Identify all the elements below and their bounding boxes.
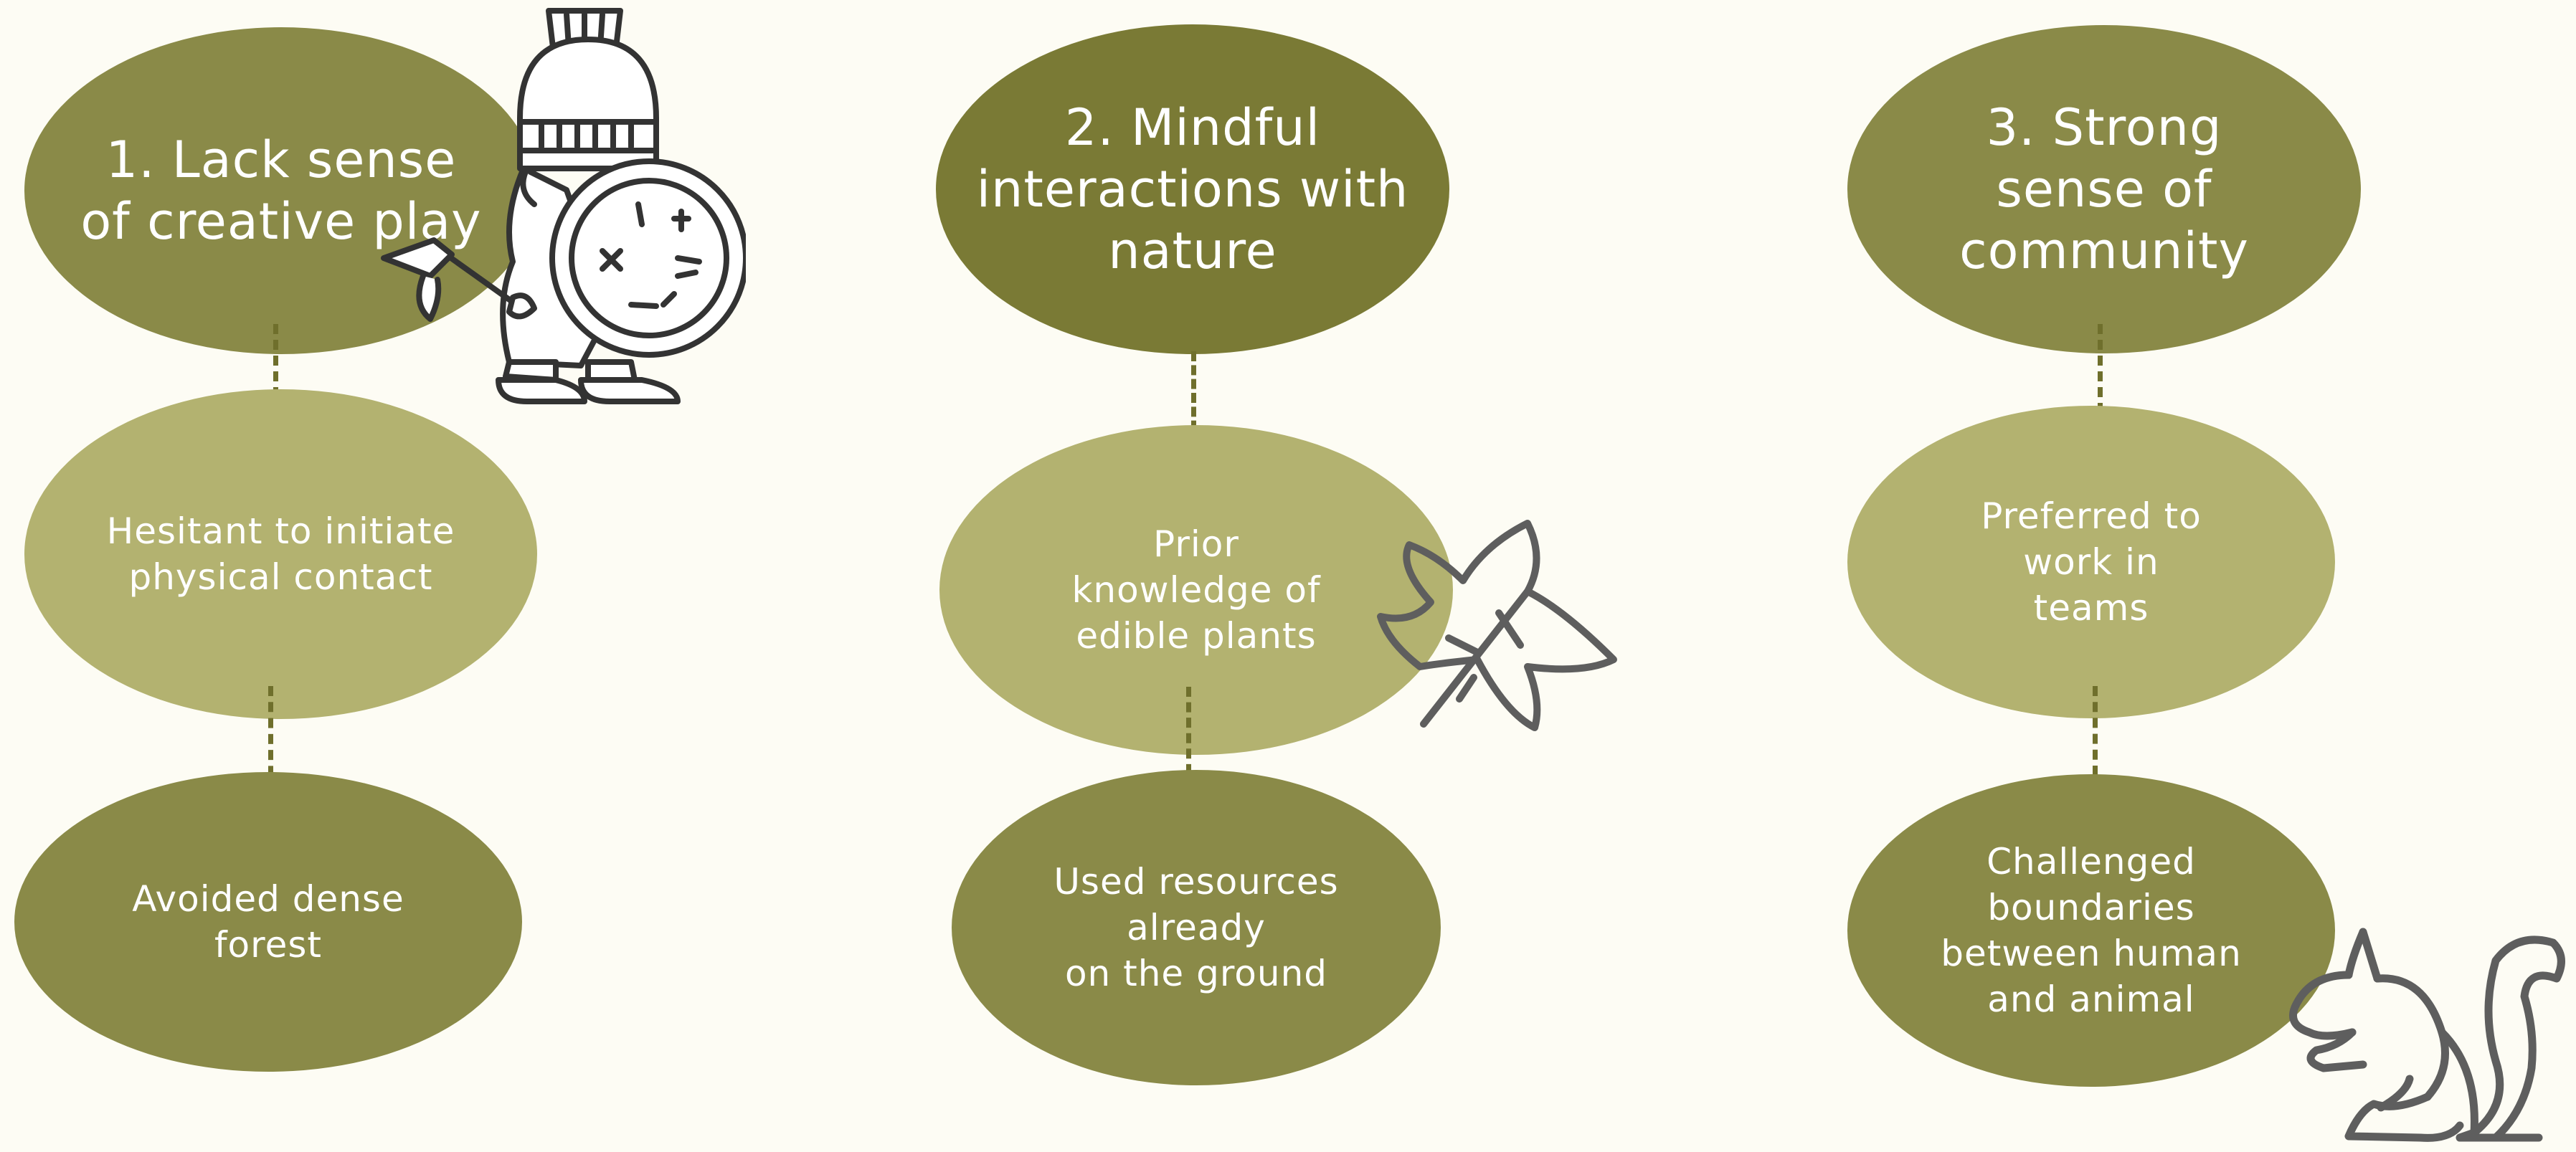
item-3-1-text: Preferred to work in teams — [1981, 495, 2202, 629]
item-oval-1-1: Hesitant to initiate physical contact — [24, 389, 537, 719]
item-oval-1-2: Avoided dense forest — [14, 772, 522, 1072]
item-2-2-text: Used resources already on the ground — [1053, 861, 1339, 994]
connector-3a — [2098, 324, 2103, 444]
heading-oval-3: 3. Strong sense of community — [1847, 25, 2361, 353]
item-oval-3-1: Preferred to work in teams — [1847, 406, 2335, 718]
heading-oval-1: 1. Lack sense of creative play — [24, 27, 538, 354]
knight-icon — [381, 8, 746, 404]
item-1-2-text: Avoided dense forest — [132, 878, 404, 966]
leaf-icon — [1377, 520, 1617, 731]
heading-1-text: 1. Lack sense of creative play — [80, 130, 482, 251]
connector-2a — [1191, 351, 1196, 444]
item-2-1-text: Prior knowledge of edible plants — [1071, 523, 1321, 657]
heading-oval-2: 2. Mindful interactions with nature — [936, 24, 1449, 354]
connector-1a — [273, 324, 278, 444]
squirrel-icon — [2289, 928, 2565, 1142]
item-oval-2-2: Used resources already on the ground — [952, 770, 1441, 1085]
item-3-2-text: Challenged boundaries between human and … — [1941, 841, 2242, 1020]
item-oval-3-2: Challenged boundaries between human and … — [1847, 774, 2335, 1087]
item-1-1-text: Hesitant to initiate physical contact — [106, 510, 455, 598]
connector-3b — [2093, 686, 2098, 776]
connector-2b — [1186, 687, 1191, 805]
heading-2-text: 2. Mindful interactions with nature — [976, 98, 1409, 280]
item-oval-2-1: Prior knowledge of edible plants — [939, 425, 1453, 755]
heading-3-text: 3. Strong sense of community — [1959, 98, 2249, 280]
connector-1b — [268, 686, 273, 808]
